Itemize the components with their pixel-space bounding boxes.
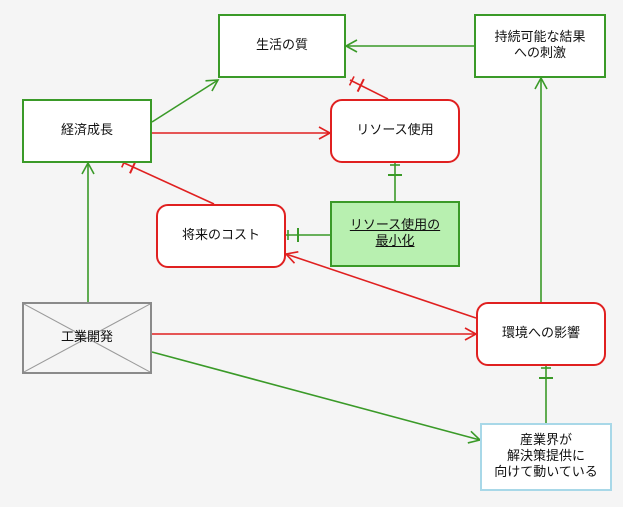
arrowhead-icon [284,251,299,264]
node-label: リソース使用の 最小化 [349,218,441,249]
edge-industry-to-industrysol [151,351,482,444]
inhibit-bar-icon [356,78,365,93]
edge-industrysol-to-env [539,366,553,423]
edge-minimize-to-futurecost [286,228,330,242]
edge-growth-to-resource [152,126,332,140]
node-label: 産業界が 解決策提供に 向けて動いている [494,433,598,480]
node-resource-use[interactable]: リソース使用 [330,99,460,163]
node-environmental-impact[interactable]: 環境への影響 [476,302,606,366]
node-label: 持続可能な結果 への刺激 [494,30,586,61]
edge-env-to-futurecost [284,251,477,319]
node-label: 工業開発 [60,330,113,345]
edge-growth-to-quality [151,79,220,123]
edge-industry-to-growth [81,161,95,302]
edge-resource-to-quality [348,76,389,100]
node-label: 生活の質 [255,38,308,53]
arrowhead-icon [81,161,95,175]
node-label: リソース使用 [356,123,434,138]
arrowhead-icon [205,79,220,92]
node-industry-solutions[interactable]: 産業界が 解決策提供に 向けて動いている [480,423,612,491]
edge-industry-to-env [152,327,478,341]
node-industrial-development[interactable]: 工業開発 [22,302,152,374]
node-future-cost[interactable]: 将来のコスト [156,204,286,268]
node-label: 経済成長 [60,123,113,138]
arrowhead-icon [534,76,548,90]
edge-futurecost-to-growth [121,157,215,205]
node-economic-growth[interactable]: 経済成長 [22,99,152,163]
edge-sustain-to-quality [344,39,474,53]
cross-mark-icon [24,304,150,372]
node-quality-of-life[interactable]: 生活の質 [218,14,346,78]
arrowhead-icon [344,39,358,53]
node-label: 将来のコスト [181,228,260,243]
node-label: 環境への影響 [501,326,580,341]
edge-env-to-sustain [534,76,548,302]
node-sustainable-stimulus[interactable]: 持続可能な結果 への刺激 [474,14,606,78]
node-minimize-resource-use[interactable]: リソース使用の 最小化 [330,201,460,267]
edge-minimize-to-resource [388,163,402,201]
